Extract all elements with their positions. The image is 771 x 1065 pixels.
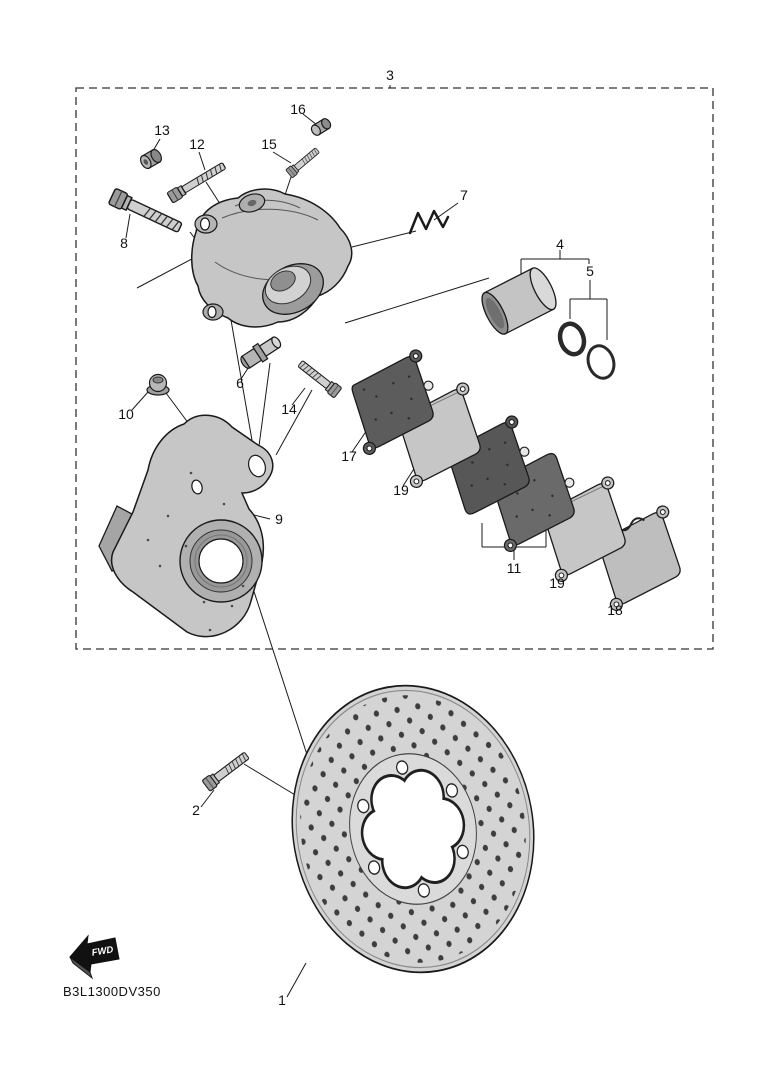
slide-pin	[240, 336, 282, 369]
callout-16: 16	[290, 101, 306, 117]
disc-bolt	[201, 749, 252, 792]
slide-bolt	[166, 159, 228, 204]
bracket-axle-hole	[198, 538, 244, 584]
caliper-piston	[481, 267, 557, 335]
callout-19a: 19	[393, 482, 409, 498]
assembly-boundary-box	[75, 87, 714, 650]
callout-2: 2	[192, 802, 200, 818]
fwd-arrow-icon	[69, 934, 120, 973]
callout-13: 13	[154, 122, 170, 138]
callout-4: 4	[556, 236, 564, 252]
bleed-screw	[285, 145, 322, 179]
callout-labels: 3 16 13 12 15 7 8 4 5 6 10 14 17 19 9 11…	[118, 67, 623, 1008]
bleed-cap	[310, 118, 332, 136]
pin-bolt	[295, 357, 343, 399]
piston-seal	[557, 321, 587, 357]
callout-17: 17	[341, 448, 357, 464]
caliper-body	[191, 188, 353, 328]
drawing-code: B3L1300DV350	[63, 984, 161, 999]
brake-pad-inner	[346, 349, 439, 455]
callout-3: 3	[386, 67, 394, 83]
fwd-arrow: FWD	[69, 934, 120, 980]
callout-18: 18	[607, 602, 623, 618]
brake-disc	[291, 684, 535, 974]
callout-1: 1	[278, 992, 286, 1008]
callout-14: 14	[281, 401, 297, 417]
callout-11: 11	[507, 560, 522, 576]
callout-10: 10	[118, 406, 134, 422]
caliper-bracket	[98, 414, 274, 638]
callout-12: 12	[189, 136, 205, 152]
cap-nut	[139, 148, 163, 170]
pad-shim-rear	[538, 476, 631, 582]
callout-6: 6	[236, 375, 244, 391]
bracket-arm-hole	[247, 454, 267, 478]
callout-19b: 19	[549, 575, 565, 591]
callout-9: 9	[275, 511, 283, 527]
brake-pad-outer	[593, 505, 686, 611]
fwd-arrow-label: FWD	[91, 944, 114, 958]
brake-pad-set-b	[487, 450, 580, 552]
bracket-stipple	[146, 471, 245, 632]
callout-8: 8	[120, 235, 128, 251]
flange-nut	[146, 373, 170, 396]
dust-seal	[586, 344, 616, 380]
callout-15: 15	[261, 136, 277, 152]
callout-7: 7	[460, 187, 468, 203]
disc-bolt-holes	[357, 760, 469, 898]
callout-5: 5	[586, 263, 594, 279]
pad-spring	[408, 209, 450, 235]
